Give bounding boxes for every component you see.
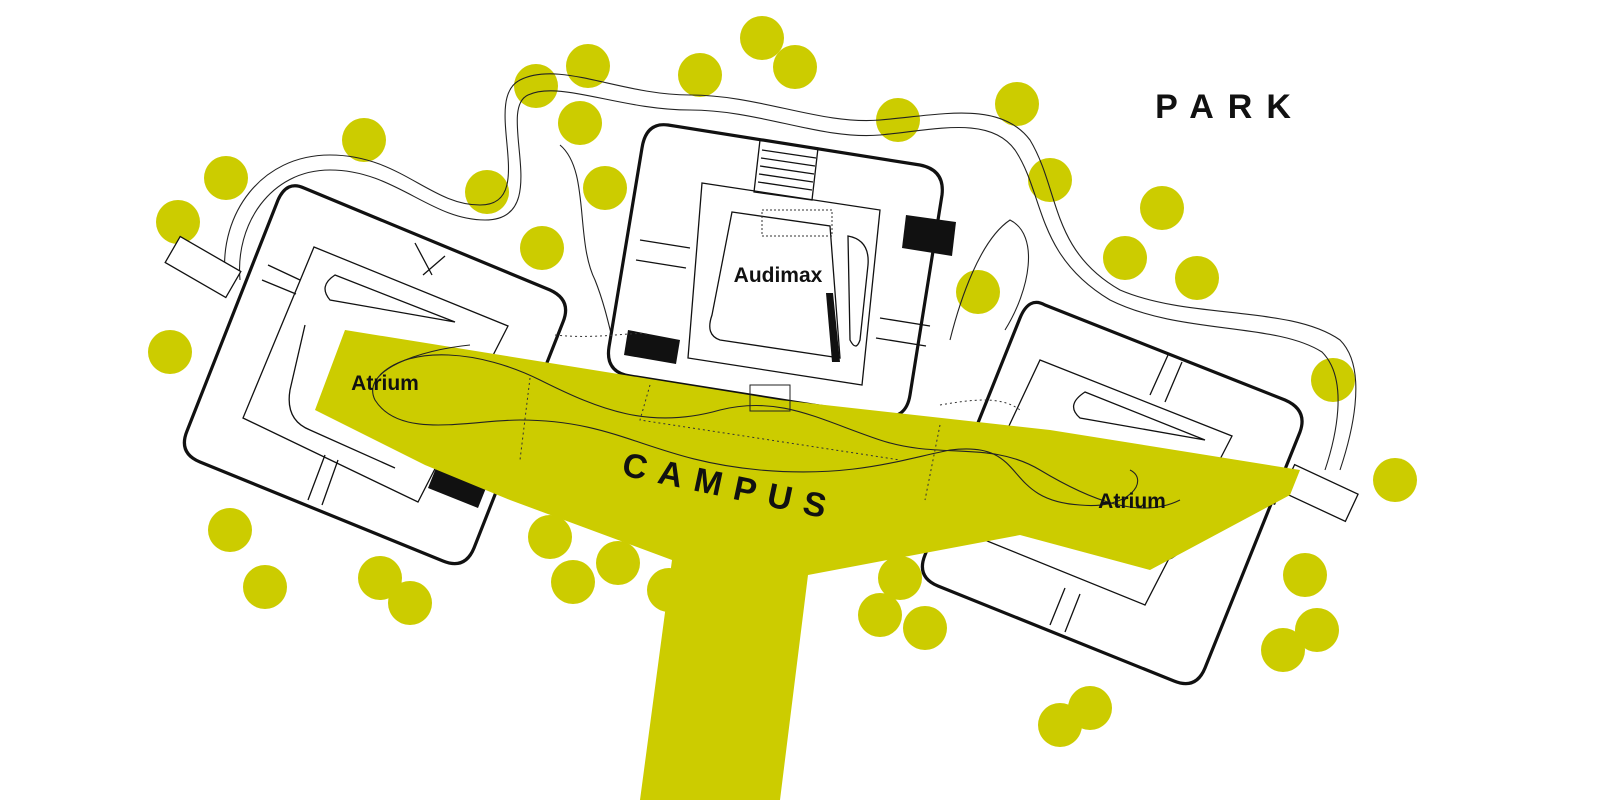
tree-icon: [1283, 553, 1327, 597]
tree-icon: [956, 270, 1000, 314]
tree-icon: [1028, 158, 1072, 202]
central-core-right: [902, 215, 956, 256]
tree-icon: [465, 170, 509, 214]
tree-icon: [1261, 628, 1305, 672]
tree-icon: [558, 101, 602, 145]
tree-icon: [1295, 608, 1339, 652]
tree-icon: [528, 515, 572, 559]
tree-icon: [678, 53, 722, 97]
tree-icon: [583, 166, 627, 210]
tree-icon: [208, 508, 252, 552]
tree-icon: [740, 16, 784, 60]
tree-icon: [903, 606, 947, 650]
tree-icon: [773, 45, 817, 89]
park-label: PARK: [1155, 88, 1305, 126]
trees-group: [148, 16, 1417, 747]
tree-icon: [551, 560, 595, 604]
tree-icon: [1311, 358, 1355, 402]
tree-icon: [1038, 703, 1082, 747]
atrium-left-label: Atrium: [351, 372, 419, 395]
tree-icon: [566, 44, 610, 88]
central-core-left: [624, 330, 680, 364]
tree-icon: [1103, 236, 1147, 280]
tree-icon: [358, 556, 402, 600]
tree-icon: [876, 98, 920, 142]
left-entrance: [164, 235, 242, 299]
tree-icon: [1373, 458, 1417, 502]
tree-icon: [596, 541, 640, 585]
tree-icon: [858, 593, 902, 637]
tree-icon: [520, 226, 564, 270]
plaza-paths: [372, 333, 1181, 509]
tree-icon: [878, 556, 922, 600]
tree-icon: [342, 118, 386, 162]
tree-icon: [204, 156, 248, 200]
tree-icon: [243, 565, 287, 609]
tree-icon: [148, 330, 192, 374]
tree-icon: [156, 200, 200, 244]
park-paths: [224, 73, 1357, 471]
campus-plaza: [315, 330, 1300, 800]
audimax-wall: [826, 293, 840, 362]
audimax-label: Audimax: [734, 264, 823, 287]
tree-icon: [1140, 186, 1184, 230]
tree-icon: [995, 82, 1039, 126]
atrium-right-label: Atrium: [1098, 490, 1166, 513]
tree-icon: [388, 581, 432, 625]
tree-icon: [1175, 256, 1219, 300]
